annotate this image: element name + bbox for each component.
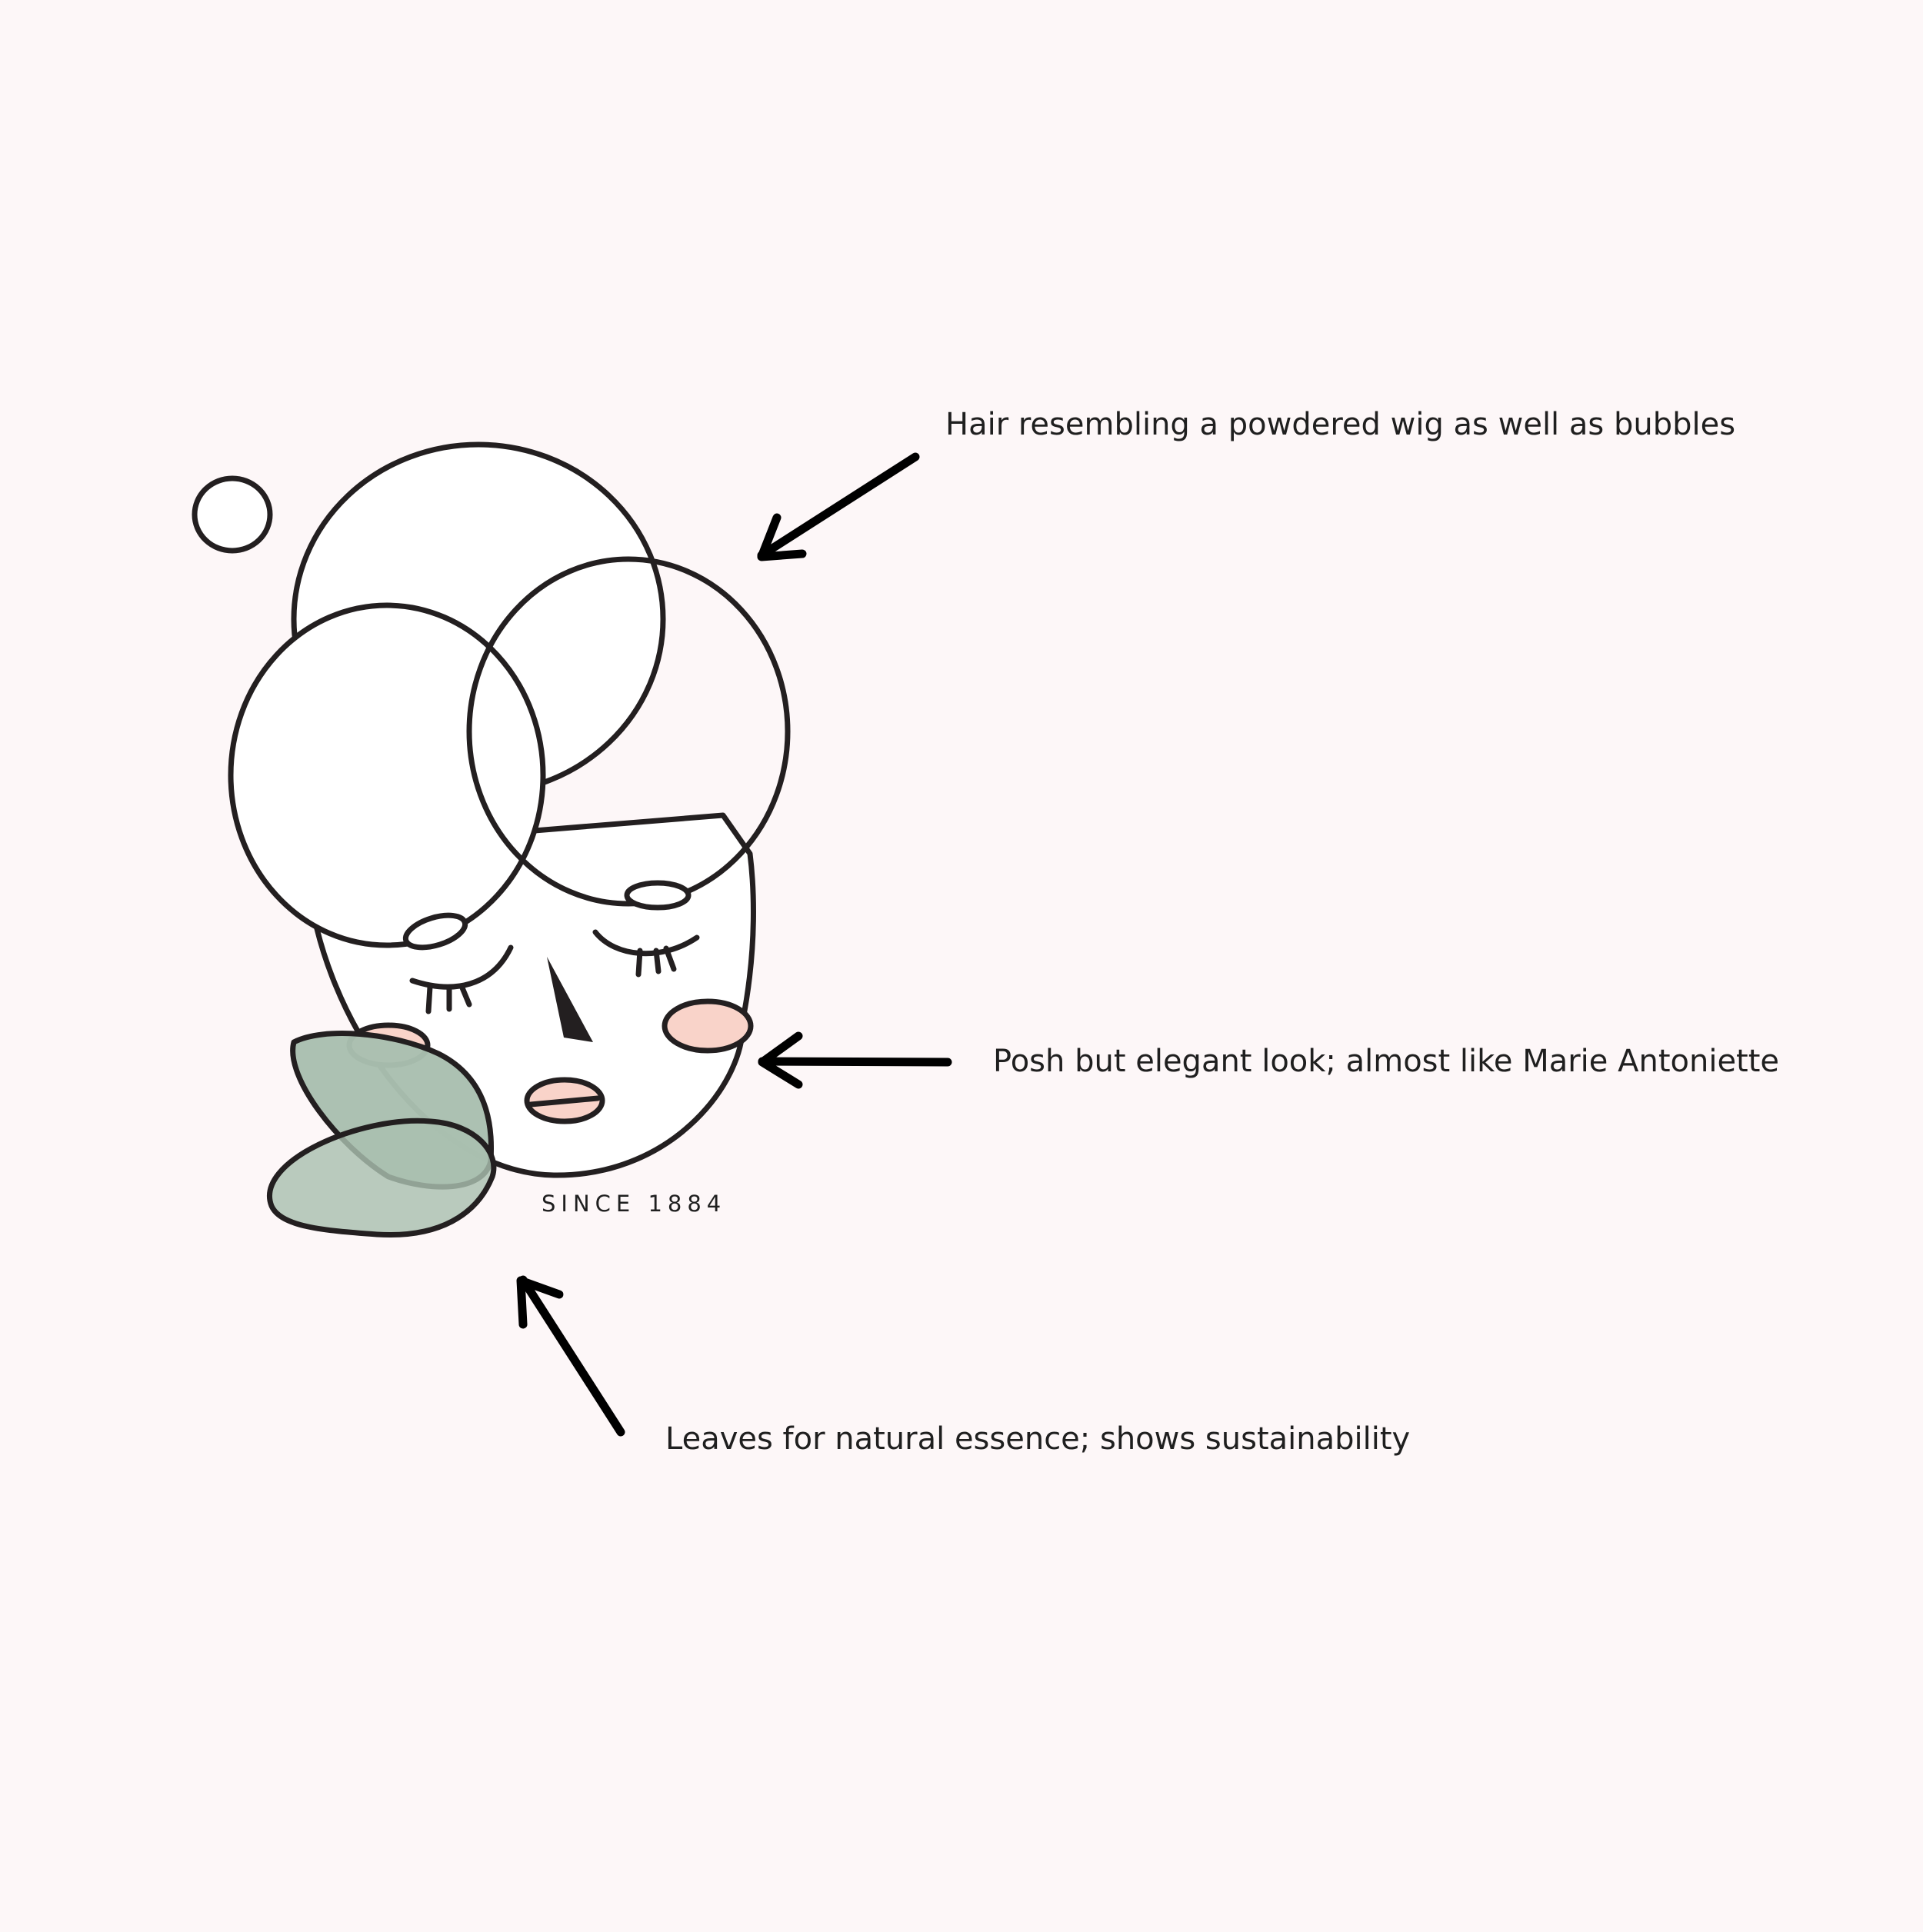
- curl-right: [624, 880, 692, 911]
- wig-left-bubble: [228, 602, 546, 948]
- wig-right-bubble: [466, 556, 791, 907]
- right-cheek: [662, 998, 754, 1054]
- leaves-annotation: Leaves for natural essence; shows sustai…: [665, 1421, 1410, 1457]
- curl-left: [402, 912, 468, 951]
- left-eye: [409, 944, 514, 1014]
- arrow-to-leaves-icon: [516, 1275, 625, 1437]
- arrows: [516, 452, 952, 1437]
- lips-line: [528, 1095, 601, 1108]
- hair-annotation: Hair resembling a powdered wig as well a…: [945, 407, 1735, 442]
- logo-illustration: [192, 441, 791, 1238]
- tagline: SINCE 1884: [542, 1191, 726, 1217]
- lower-leaf: [267, 1118, 497, 1238]
- small-bubble: [192, 475, 273, 554]
- nose: [547, 957, 593, 1042]
- arrow-to-face-icon: [758, 1031, 952, 1089]
- arrow-to-hair-icon: [757, 452, 920, 561]
- look-annotation: Posh but elegant look; almost like Marie…: [993, 1044, 1779, 1079]
- right-eye: [592, 929, 700, 978]
